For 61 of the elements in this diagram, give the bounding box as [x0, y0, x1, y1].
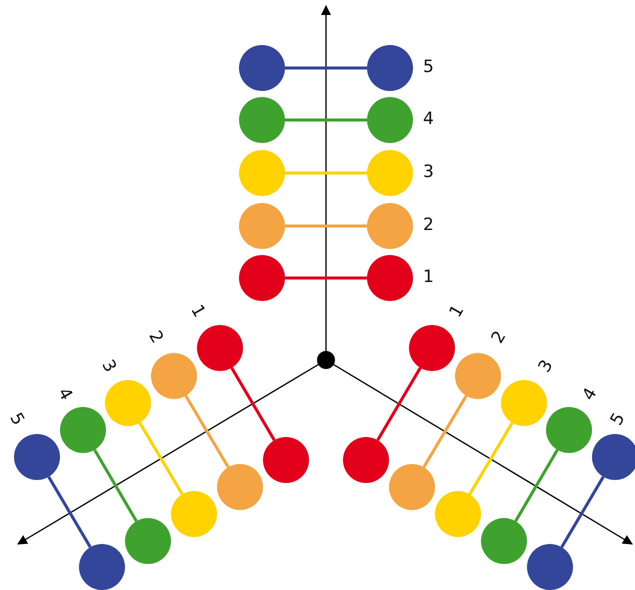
ball	[409, 325, 455, 371]
connector-line	[184, 395, 230, 468]
ball	[239, 45, 285, 91]
ball	[60, 407, 106, 453]
origin-dot	[317, 351, 335, 369]
ball	[151, 353, 197, 399]
ball	[455, 353, 501, 399]
connector-line	[285, 118, 367, 122]
pair-number: 2	[489, 328, 510, 346]
connector-line	[285, 224, 367, 228]
ball	[197, 325, 243, 371]
ball	[367, 203, 413, 249]
ball	[367, 97, 413, 143]
pair-number: 1	[447, 302, 468, 320]
pair-number: 2	[423, 217, 434, 234]
connector-line	[285, 172, 367, 174]
ball	[239, 150, 285, 196]
pair-number: 5	[608, 410, 628, 428]
connector-line	[230, 367, 276, 441]
pair-number: 3	[423, 164, 434, 181]
connector-line	[560, 476, 605, 548]
connector-line	[93, 449, 138, 522]
ball	[125, 518, 171, 564]
ball	[527, 544, 573, 590]
ball	[239, 255, 285, 301]
connector-line	[514, 449, 559, 522]
pair-number: 4	[54, 386, 74, 404]
connector-line	[285, 276, 367, 280]
ball	[239, 97, 285, 143]
connector-line	[376, 367, 422, 441]
pair-number: 2	[145, 328, 166, 346]
connector-line	[47, 476, 92, 548]
ball	[239, 203, 285, 249]
ball	[367, 255, 413, 301]
connector-line	[138, 422, 184, 495]
ball	[546, 407, 592, 453]
pair-number: 3	[98, 358, 118, 376]
pair-number: 5	[423, 59, 434, 76]
ball	[171, 491, 217, 537]
ball	[501, 380, 547, 426]
ball	[592, 434, 635, 480]
ball	[217, 464, 263, 510]
pair-number: 3	[536, 358, 556, 376]
connector-line	[285, 66, 367, 70]
connector-line	[468, 422, 514, 495]
ball	[14, 434, 60, 480]
ball	[105, 380, 151, 426]
pair-number: 1	[187, 302, 208, 320]
ball	[481, 518, 527, 564]
connector-line	[422, 395, 468, 468]
pair-number: 5	[6, 410, 26, 428]
ball	[343, 437, 389, 483]
ball	[79, 544, 125, 590]
ball	[263, 437, 309, 483]
pair-number: 1	[423, 269, 434, 286]
pair-number: 4	[423, 111, 434, 128]
ball	[389, 464, 435, 510]
ball	[367, 45, 413, 91]
ball	[367, 150, 413, 196]
pair-number: 4	[580, 386, 600, 404]
ball	[435, 491, 481, 537]
